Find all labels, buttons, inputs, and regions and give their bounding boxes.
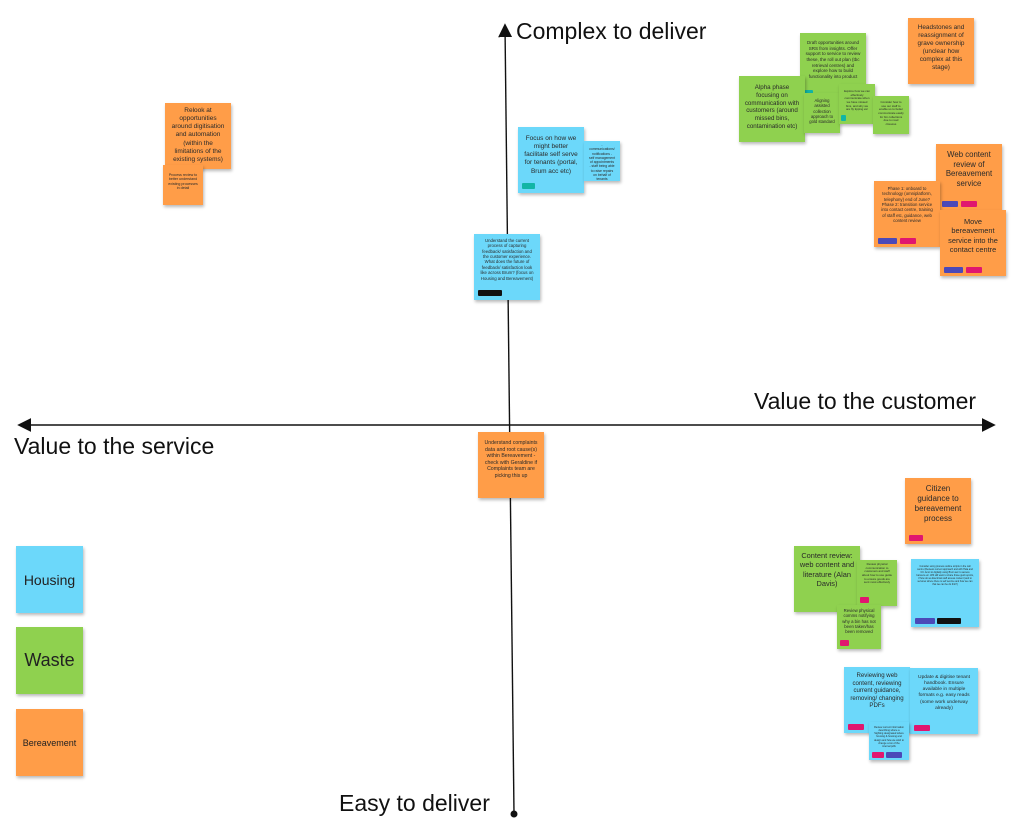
tag-pink — [872, 752, 884, 758]
sticky-note-consider[interactable]: Consider how to use our staff to enable … — [873, 96, 909, 134]
sticky-note-review-small[interactable]: Review current information describing wh… — [869, 722, 909, 760]
legend-label-waste: Waste — [24, 650, 75, 670]
sticky-note-review-physical[interactable]: Review physical communication to custome… — [857, 560, 897, 606]
tag-teal — [841, 115, 846, 121]
tag-pink — [900, 238, 916, 244]
sticky-note-communications[interactable]: - communications/ notifications - self m… — [584, 141, 620, 181]
sticky-note-explore[interactable]: Explore how we can effectively communica… — [839, 84, 875, 124]
sticky-note-move-bereavement[interactable]: Move bereavement service into the contac… — [940, 210, 1006, 276]
tag-indigo — [915, 618, 935, 624]
sticky-note-complaints[interactable]: Understand complaints data and root caus… — [478, 432, 544, 498]
sticky-note-text: Consider using process outline scripts i… — [916, 565, 974, 586]
sticky-note-consider-blue[interactable]: Consider using process outline scripts i… — [911, 559, 979, 627]
sticky-note-alpha-phase[interactable]: Alpha phase focusing on communication wi… — [739, 76, 805, 142]
tag-teal — [522, 183, 535, 189]
sticky-note-relook[interactable]: Relook at opportunities around digitisat… — [165, 103, 231, 169]
sticky-note-text: Understand complaints data and root caus… — [484, 440, 538, 479]
sticky-note-text: Headstones and reassignment of grave own… — [917, 24, 965, 71]
tag-indigo — [878, 238, 897, 244]
legend-label-bereavement: Bereavement — [22, 737, 77, 748]
tag-black — [478, 290, 502, 296]
sticky-note-text: Phase 1: onboard to technology (omniplat… — [881, 186, 933, 224]
tag-pink — [966, 267, 982, 273]
sticky-note-text: - communications/ notifications - self m… — [589, 143, 616, 181]
sticky-note-aligning[interactable]: Aligning assisted collection approach to… — [804, 93, 840, 133]
sticky-note-process-review[interactable]: Process review to better understand exis… — [163, 165, 203, 205]
sticky-note-text: Understand the current process of captur… — [480, 238, 534, 281]
sticky-note-text: Aligning assisted collection approach to… — [809, 98, 835, 124]
sticky-note-text: Consider how to use our staff to enable … — [878, 100, 904, 126]
tag-pink — [840, 640, 849, 646]
tag-pink — [914, 725, 930, 731]
sticky-note-text: Review current information describing wh… — [874, 726, 904, 748]
legend-housing: Housing — [16, 546, 83, 613]
sticky-note-update-handbook[interactable]: Update & digitise tenant handbook. Ensur… — [910, 668, 978, 734]
sticky-note-text: Update & digitise tenant handbook. Ensur… — [918, 675, 970, 711]
sticky-note-phase-1[interactable]: Phase 1: onboard to technology (omniplat… — [874, 181, 940, 247]
sticky-note-text: Draft opportunities around SRS from insi… — [805, 40, 861, 79]
sticky-note-self-serve[interactable]: Focus on how we might better facilitate … — [518, 127, 584, 193]
sticky-note-text: Citizen guidance to bereavement process — [914, 484, 962, 523]
tag-pink — [961, 201, 977, 207]
sticky-note-text: Process review to better understand exis… — [168, 173, 198, 191]
sticky-note-web-content-bereavement[interactable]: Web content review of Bereavement servic… — [936, 144, 1002, 210]
sticky-note-text: Focus on how we might better facilitate … — [524, 135, 578, 175]
axis-label-top: Complex to deliver — [516, 18, 707, 44]
sticky-note-text: Reviewing web content, reviewing current… — [850, 672, 904, 710]
sticky-note-text: Review physical communication to custome… — [862, 562, 892, 585]
sticky-note-review-comms-notifying[interactable]: Review physical comms notifying why a bi… — [837, 605, 881, 649]
tag-indigo — [942, 201, 958, 207]
tag-pink — [860, 597, 869, 603]
vertical-axis — [498, 23, 515, 815]
tag-pink — [848, 724, 864, 730]
sticky-note-feedback[interactable]: Understand the current process of captur… — [474, 234, 540, 300]
sticky-note-text: Alpha phase focusing on communication wi… — [744, 84, 800, 130]
sticky-note-text: Content review: web content and literatu… — [799, 551, 855, 588]
sticky-note-content-review[interactable]: Content review: web content and literatu… — [794, 546, 860, 612]
legend-label-housing: Housing — [23, 571, 76, 588]
tag-indigo — [944, 267, 963, 273]
legend-waste: Waste — [16, 627, 83, 694]
sticky-note-text: Relook at opportunities around digitisat… — [171, 107, 225, 163]
legend-bereavement: Bereavement — [16, 709, 83, 776]
sticky-note-headstones[interactable]: Headstones and reassignment of grave own… — [908, 18, 974, 84]
tag-pink — [909, 535, 923, 541]
tag-indigo — [886, 752, 902, 758]
axis-label-bottom: Easy to deliver — [339, 790, 490, 816]
sticky-note-text: Move bereavement service into the contac… — [948, 217, 998, 254]
tag-black — [937, 618, 961, 624]
sticky-note-text: Web content review of Bereavement servic… — [945, 150, 993, 189]
sticky-note-text: Explore how we can effectively communica… — [844, 89, 870, 112]
sticky-note-text: Review physical comms notifying why a bi… — [842, 608, 876, 635]
axis-label-left: Value to the service — [14, 433, 215, 459]
vertical-axis-origin-dot — [510, 810, 518, 818]
axis-label-right: Value to the customer — [754, 388, 977, 414]
sticky-note-citizen-guidance[interactable]: Citizen guidance to bereavement process — [905, 478, 971, 544]
